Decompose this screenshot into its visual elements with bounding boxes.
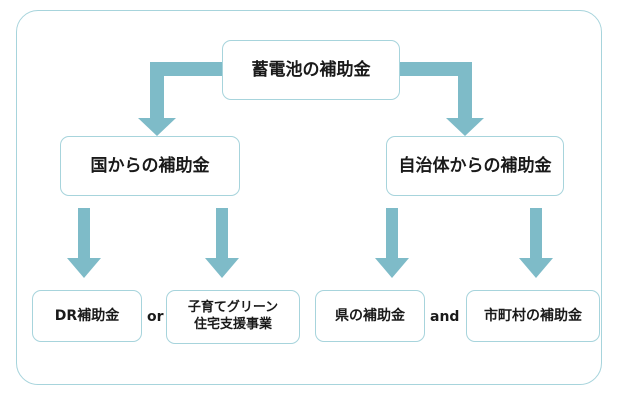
leaf-node-kosodate: 子育てグリーン 住宅支援事業 (166, 290, 300, 344)
branch-label-kuni: 国からの補助金 (90, 155, 210, 176)
arrow-jichi-to-shichoson (519, 208, 553, 278)
leaf-node-dr: DR補助金 (32, 290, 142, 342)
root-node: 蓄電池の補助金 (222, 40, 400, 100)
arrow-kuni-to-kosodate (205, 208, 239, 278)
branch-node-jichi: 自治体からの補助金 (386, 136, 564, 196)
leaf-node-ken: 県の補助金 (315, 290, 425, 342)
leaf-label-shichoson: 市町村の補助金 (484, 307, 582, 324)
leaf-node-shichoson: 市町村の補助金 (466, 290, 600, 342)
connector-or: or (147, 309, 164, 325)
leaf-label-dr: DR補助金 (54, 307, 120, 324)
arrow-jichi-to-ken (375, 208, 409, 278)
root-label: 蓄電池の補助金 (251, 59, 371, 80)
arrow-root-to-jichi (400, 62, 484, 136)
leaf-label-kosodate-line2: 住宅支援事業 (193, 317, 272, 332)
branch-label-jichi: 自治体からの補助金 (398, 155, 552, 176)
arrow-root-to-kuni (138, 62, 222, 136)
diagram-frame (16, 10, 602, 385)
branch-node-kuni: 国からの補助金 (60, 136, 240, 196)
leaf-label-ken: 県の補助金 (335, 307, 405, 324)
leaf-label-kosodate-line1: 子育てグリーン (187, 300, 279, 316)
connector-and: and (430, 309, 460, 325)
arrow-kuni-to-dr (67, 208, 101, 278)
